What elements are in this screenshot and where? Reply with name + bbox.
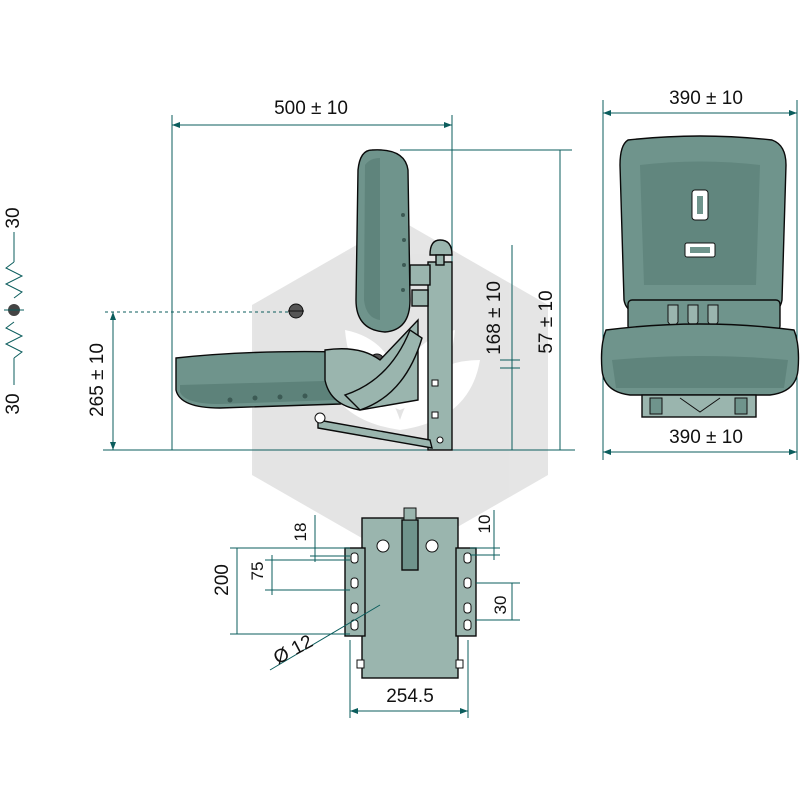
top-offset-label: 18 <box>291 523 310 542</box>
seat-height-label: 265 ± 10 <box>87 343 108 417</box>
slot-spacing-label: 75 <box>248 562 267 581</box>
backrest-height-label: 57 ± 10 <box>536 290 557 353</box>
slot-length-label: 30 <box>491 596 510 615</box>
front-bottom-width-label: 390 ± 10 <box>669 427 743 448</box>
front-top-width-label: 390 ± 10 <box>669 88 743 109</box>
bracket-height-label: 200 <box>212 564 233 596</box>
bracket-view: 200 75 18 10 30 Ø 12 254.5 <box>212 507 520 718</box>
bracket-width-label: 254.5 <box>386 686 434 707</box>
edge-label: 10 <box>475 515 494 534</box>
hole-diameter-label: Ø 12 <box>270 631 316 669</box>
adjust-height-label: 168 ± 10 <box>484 281 505 355</box>
side-view: 500 ± 10 57 ± 10 168 ± 10 265 ± 10 30 30 <box>3 98 575 451</box>
suspension-travel-symbol <box>4 232 24 385</box>
side-width-label: 500 ± 10 <box>274 98 348 119</box>
front-view: 390 ± 10 390 ± 10 <box>600 88 800 460</box>
travel-down-label: 30 <box>3 393 24 414</box>
travel-up-label: 30 <box>3 207 24 228</box>
